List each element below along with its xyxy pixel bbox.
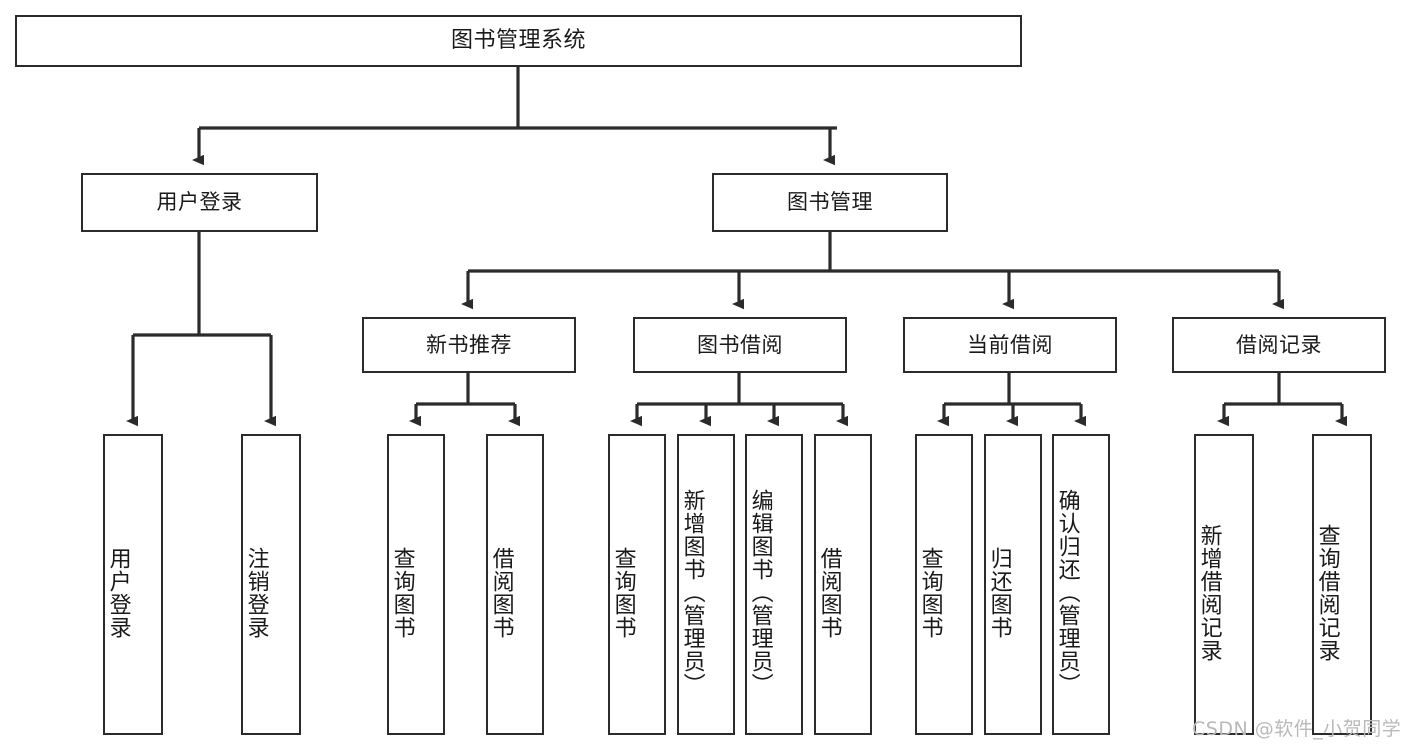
node-book-borrow-label: 图书借阅: [697, 332, 783, 357]
node-leaf-add-book[interactable]: 新增图书（管理员）: [677, 434, 735, 735]
node-borrow-record-label: 借阅记录: [1236, 332, 1322, 357]
node-book-manage[interactable]: 图书管理: [712, 173, 948, 232]
node-leaf-add-book-label: 新增图书（管理员）: [679, 489, 705, 696]
node-leaf-borrow-book-label: 借阅图书: [816, 546, 842, 639]
node-leaf-add-borrow-record-label: 新增借阅记录: [1196, 523, 1222, 662]
node-leaf-user-login-label: 用户登录: [105, 546, 131, 639]
node-leaf-user-logout-label: 注销登录: [243, 546, 269, 639]
node-leaf-add-borrow-record[interactable]: 新增借阅记录: [1194, 434, 1254, 735]
node-root-system[interactable]: 图书管理系统: [15, 15, 1022, 67]
node-leaf-borrow-book[interactable]: 借阅图书: [814, 434, 872, 735]
node-current-borrow-label: 当前借阅: [967, 332, 1053, 357]
node-leaf-confirm-return-label: 确认归还（管理员）: [1054, 489, 1080, 696]
node-leaf-edit-book-label: 编辑图书（管理员）: [747, 489, 773, 696]
node-current-borrow[interactable]: 当前借阅: [903, 317, 1117, 373]
node-leaf-return-book[interactable]: 归还图书: [984, 434, 1042, 735]
node-book-manage-label: 图书管理: [787, 190, 873, 215]
node-new-book-recommend[interactable]: 新书推荐: [362, 317, 576, 373]
node-leaf-query-book-borrow[interactable]: 查询图书: [608, 434, 666, 735]
node-leaf-borrow-book-recommend-label: 借阅图书: [488, 546, 514, 639]
node-leaf-user-login[interactable]: 用户登录: [103, 434, 163, 735]
node-leaf-query-book-recommend-label: 查询图书: [389, 546, 415, 639]
node-new-book-recommend-label: 新书推荐: [426, 332, 512, 357]
node-borrow-record[interactable]: 借阅记录: [1172, 317, 1386, 373]
node-user-login[interactable]: 用户登录: [81, 173, 318, 232]
node-leaf-query-borrow-record[interactable]: 查询借阅记录: [1312, 434, 1372, 735]
node-leaf-query-book-borrow-label: 查询图书: [610, 546, 636, 639]
node-root-system-label: 图书管理系统: [450, 28, 586, 54]
node-leaf-borrow-book-recommend[interactable]: 借阅图书: [486, 434, 544, 735]
node-leaf-query-book-recommend[interactable]: 查询图书: [387, 434, 445, 735]
node-leaf-query-book-current[interactable]: 查询图书: [915, 434, 973, 735]
node-leaf-user-logout[interactable]: 注销登录: [241, 434, 301, 735]
node-leaf-return-book-label: 归还图书: [986, 546, 1012, 639]
node-book-borrow[interactable]: 图书借阅: [633, 317, 847, 373]
node-user-login-label: 用户登录: [156, 190, 243, 215]
node-leaf-query-borrow-record-label: 查询借阅记录: [1314, 523, 1340, 662]
node-leaf-query-book-current-label: 查询图书: [917, 546, 943, 639]
node-leaf-edit-book[interactable]: 编辑图书（管理员）: [745, 434, 803, 735]
node-leaf-confirm-return[interactable]: 确认归还（管理员）: [1052, 434, 1110, 735]
